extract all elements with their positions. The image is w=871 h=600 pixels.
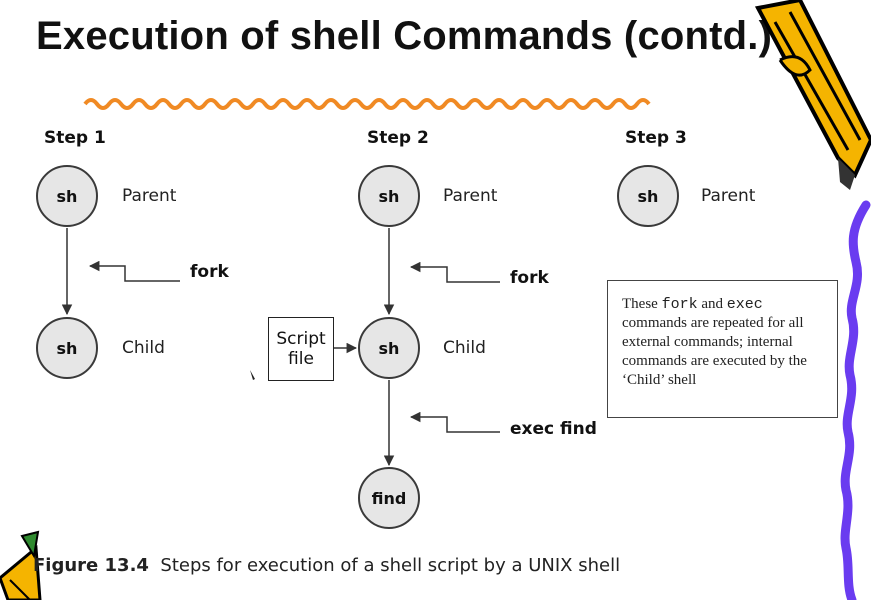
step2-exec-find-label: exec find	[510, 419, 597, 439]
step1-fork-label: fork	[190, 262, 229, 282]
step3-parent-node: sh	[617, 165, 679, 227]
step-1-label: Step 1	[44, 128, 106, 148]
script-file-line1: Script	[276, 329, 326, 349]
note-fork-code: fork	[661, 296, 698, 313]
step1-parent-label: Parent	[122, 186, 177, 206]
step1-child-label: Child	[122, 338, 165, 358]
script-file-box: Script file	[268, 317, 334, 381]
mouse-cursor-icon	[250, 370, 255, 380]
figure-caption-label: Figure 13.4	[33, 555, 149, 576]
step2-exec-pointer	[409, 411, 500, 433]
step1-fork-pointer	[88, 260, 180, 282]
note-text-2: and	[697, 296, 727, 312]
right-wavy-border	[840, 200, 871, 600]
step2-fork-label: fork	[510, 268, 549, 288]
step2-parent-node: sh	[358, 165, 420, 227]
pencil-bottom-left-icon	[0, 530, 42, 600]
title-underline-squiggle	[83, 98, 651, 110]
step-2-label: Step 2	[367, 128, 429, 148]
pencil-top-right-icon	[754, 0, 871, 190]
step2-child-node: sh	[358, 317, 420, 379]
note-exec-code: exec	[726, 296, 763, 313]
step1-parent-node: sh	[36, 165, 98, 227]
note-text-3: commands are repeated for all external c…	[622, 315, 807, 388]
step2-child-label: Child	[443, 338, 486, 358]
note-text-1: These	[622, 296, 662, 312]
script-file-line2: file	[288, 349, 314, 369]
step1-child-node: sh	[36, 317, 98, 379]
slide-title: Execution of shell Commands (contd.)	[36, 14, 773, 58]
figure-caption: Figure 13.4 Steps for execution of a she…	[33, 555, 620, 576]
note-box: These fork and exec commands are repeate…	[607, 280, 838, 418]
step2-find-node: find	[358, 467, 420, 529]
step-3-label: Step 3	[625, 128, 687, 148]
figure-caption-text: Steps for execution of a shell script by…	[160, 555, 621, 576]
step2-fork-pointer	[409, 261, 500, 283]
step2-parent-label: Parent	[443, 186, 498, 206]
step3-parent-label: Parent	[701, 186, 756, 206]
